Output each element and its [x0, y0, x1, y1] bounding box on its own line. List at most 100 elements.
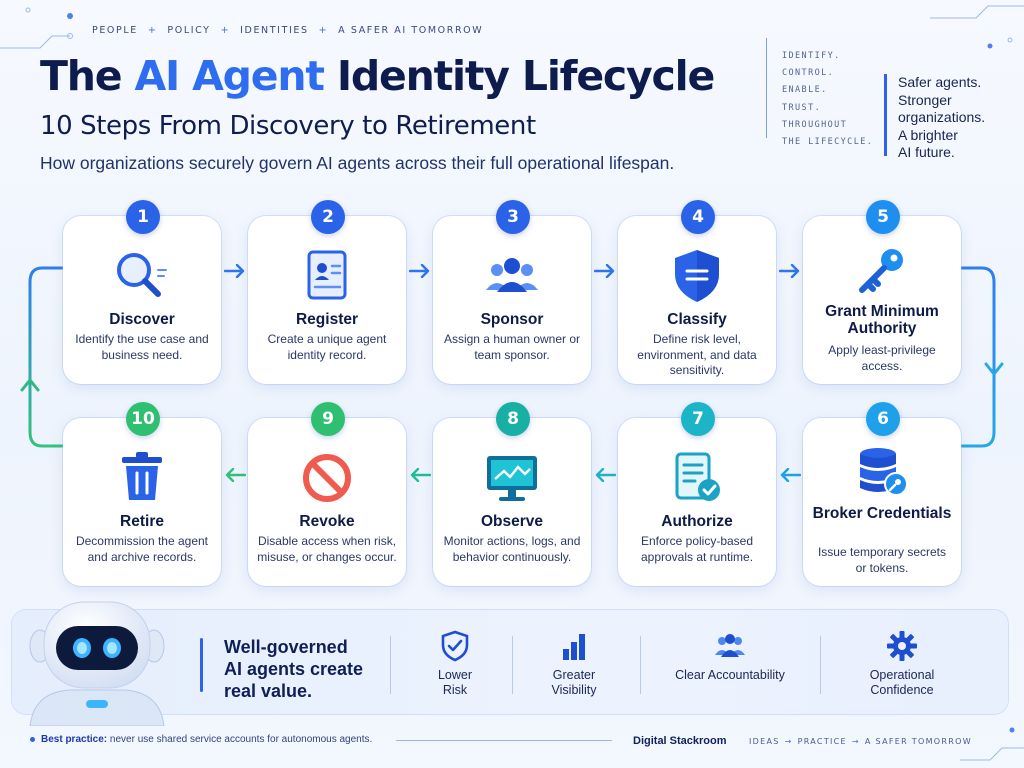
step-title: Discover [109, 311, 175, 328]
loop-connector-right [960, 266, 1004, 448]
block-icon [303, 454, 351, 502]
monitor-icon [487, 456, 537, 501]
footer-divider [396, 740, 612, 741]
page-title: The AI Agent Identity Lifecycle [40, 52, 715, 100]
footer-tag: PRACTICE [797, 737, 847, 746]
circuit-decoration-top-left [0, 7, 73, 49]
step-number: 3 [496, 200, 530, 234]
benefit-label: Operational Confidence [869, 668, 935, 697]
panel-accent-bar [200, 638, 203, 692]
bar-chart-icon [563, 634, 585, 660]
shield-icon [675, 250, 719, 302]
keyword-line: IDENTIFY. [782, 51, 841, 61]
best-practice-note: Best practice: never use shared service … [30, 734, 372, 745]
step-number: 2 [311, 200, 345, 234]
footer-tagline: IDEAS→PRACTICE→A SAFER TOMORROW [749, 737, 972, 746]
quote-line: Stronger [898, 91, 952, 108]
quote-line: organizations. [898, 109, 986, 125]
step-number: 5 [866, 200, 900, 234]
footer-arrow: → [851, 737, 860, 746]
trash-icon [122, 452, 162, 500]
keyword-divider [766, 38, 767, 138]
tag-separator: + [147, 25, 158, 36]
step-title: Revoke [299, 513, 355, 530]
step-description: Enforce policy-based approvals at runtim… [640, 534, 754, 564]
best-practice-label: Best practice: [41, 734, 108, 745]
tag-separator: + [220, 25, 231, 36]
benefit-label: Greater Visibility [551, 668, 597, 697]
flow-arrow [780, 468, 801, 482]
step-number: 6 [866, 402, 900, 436]
benefit-label: Clear Accountability [675, 668, 785, 682]
keyword-line: CONTROL. [782, 68, 835, 79]
quote-line: A brighter [898, 126, 958, 143]
step-description: Identify the use case and business need. [75, 332, 209, 362]
circuit-decoration-top-right [930, 5, 1024, 49]
panel-divider [820, 636, 821, 694]
keyword-line: THROUGHOUT [782, 119, 848, 130]
step-card-register: 2 Register Create a unique agent identit… [248, 200, 406, 384]
footer-tag: IDEAS [749, 737, 780, 746]
panel-heading-line: real value. [224, 681, 313, 701]
title-highlight: AI Agent [134, 52, 325, 100]
page-subtitle: 10 Steps From Discovery to Retirement [40, 111, 536, 141]
step-number: 1 [126, 200, 160, 234]
best-practice-text: never use shared service accounts for au… [107, 734, 373, 745]
flow-arrow [224, 264, 245, 278]
step-title: Broker Credentials [812, 505, 952, 522]
step-description: Apply least-privilege access. [828, 343, 936, 373]
title-part: Identity Lifecycle [323, 52, 715, 100]
benefit-greater-visibility: Greater Visibility [514, 630, 634, 698]
quote-bar [884, 74, 887, 156]
step-description: Decommission the agent and archive recor… [75, 534, 209, 564]
circuit-decoration-bottom-right [960, 727, 1024, 761]
flow-arrow [594, 264, 615, 278]
step-card-authorize: 7 Authorize Enforce policy-based approva… [618, 402, 776, 586]
header-tag: PEOPLE [92, 25, 138, 36]
step-card-classify: 4 Classify Define risk level, environmen… [618, 200, 776, 384]
step-card-sponsor: 3 Sponsor Assign a human owner or team s… [433, 200, 591, 384]
shield-check-icon [441, 630, 469, 662]
flow-arrow [225, 468, 246, 482]
flow-arrow [779, 264, 800, 278]
panel-heading-line: Well-governed [224, 637, 348, 657]
header-tag: POLICY [167, 25, 211, 36]
flow-arrow [595, 468, 616, 482]
right-quote: Safer agents. Stronger organizations. A … [884, 74, 986, 162]
lifecycle-keywords: IDENTIFY. CONTROL. ENABLE. TRUST. THROUG… [766, 38, 873, 151]
step-number: 8 [496, 402, 530, 436]
database-key-icon [860, 448, 908, 496]
step-description: Monitor actions, logs, and behavior cont… [443, 534, 581, 564]
step-card-retire: 10 Retire Decommission the agent and arc… [63, 402, 221, 586]
keyword-line: ENABLE. [782, 85, 828, 96]
brand-name: Digital Stackroom [633, 735, 727, 747]
robot-mascot-illustration [29, 601, 165, 726]
people-icon [715, 634, 745, 657]
benefit-operational-confidence: Operational Confidence [842, 630, 962, 698]
step-number: 9 [311, 402, 345, 436]
panel-heading: Well-governed AI agents create real valu… [224, 636, 363, 702]
step-title: Classify [667, 311, 727, 328]
title-part: The [40, 52, 135, 100]
step-number: 4 [681, 200, 715, 234]
step-description: Disable access when risk, misuse, or cha… [257, 534, 397, 564]
bullet-dot [30, 736, 35, 742]
panel-heading-line: AI agents create [224, 659, 364, 679]
step-card-discover: 1 Discover Identify the use case and bus… [63, 200, 221, 384]
gear-icon [887, 631, 917, 661]
step-title: Register [295, 311, 359, 328]
panel-divider [390, 636, 391, 694]
benefit-label: Lower Risk [437, 668, 473, 697]
step-description: Define risk level, environment, and data… [637, 332, 757, 377]
step-description: Issue temporary secrets or tokens. [817, 545, 947, 575]
panel-divider [512, 636, 513, 694]
quote-line: Safer agents. [898, 74, 982, 90]
keyword-line: TRUST. [782, 102, 822, 113]
step-number: 7 [681, 402, 715, 436]
step-title: Retire [120, 513, 164, 530]
step-title: Sponsor [480, 311, 544, 328]
benefit-lower-risk: Lower Risk [395, 630, 515, 698]
team-icon [486, 258, 538, 292]
step-card-grant-minimum-authority: 5 Grant Minimum Authority Apply least-pr… [803, 200, 961, 384]
flow-arrow [410, 468, 431, 482]
